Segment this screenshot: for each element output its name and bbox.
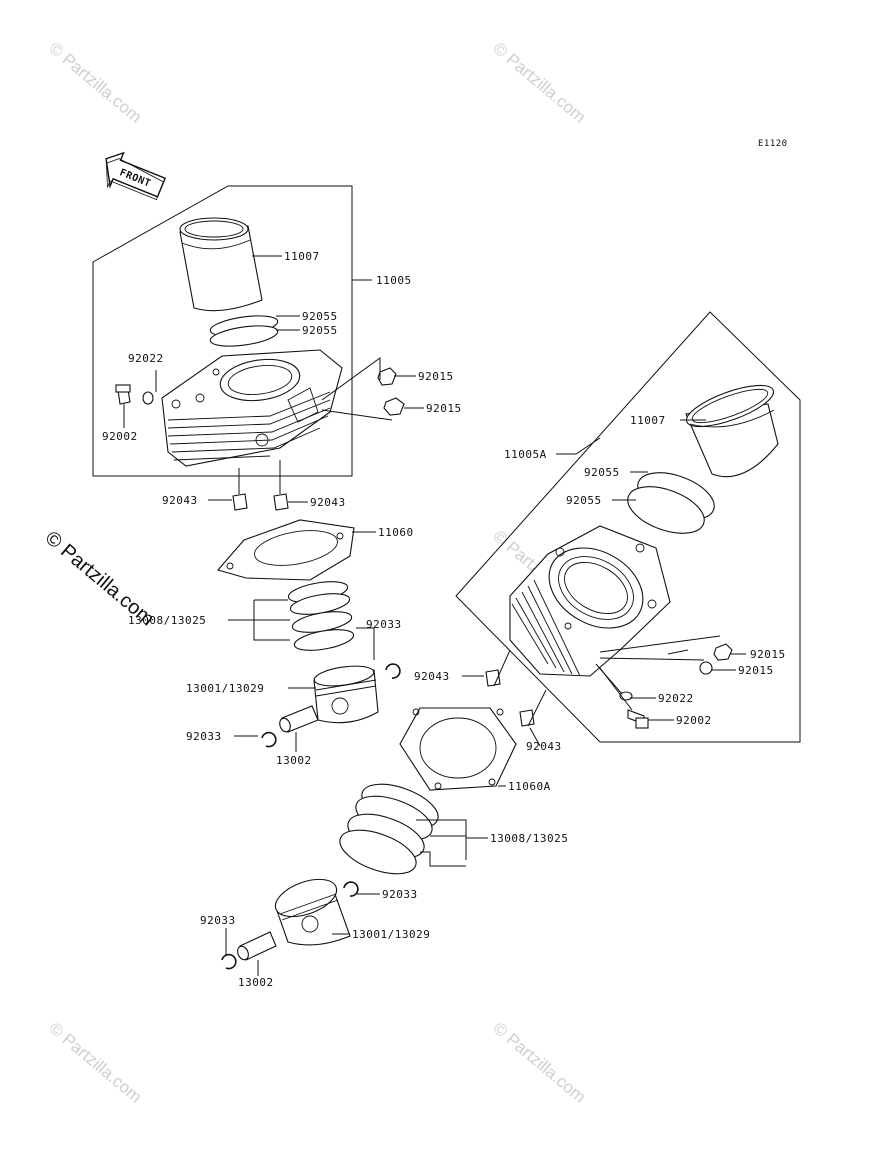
cylinder-liner-front [685,384,779,478]
label-11060: 11060 [378,526,414,539]
label-92015-front-b: 92015 [738,664,774,677]
label-13008-front: 13008/13025 [490,832,568,845]
label-92055-rear-upper: 92055 [302,310,338,323]
circlip-92033-a [385,663,401,679]
label-92002-rear: 92002 [102,430,138,443]
piston-front [274,878,351,946]
label-13002-rear: 13002 [276,754,312,767]
watermark-top-left: © Partzilla.com [45,39,145,127]
label-11005: 11005 [376,274,412,287]
watermark-bottom-left: © Partzilla.com [45,1019,145,1107]
circlip-92033-b [261,731,277,748]
label-92022-front: 92022 [658,692,694,705]
piston-pin-front [237,931,277,961]
o-ring-front-lower [627,486,705,534]
stud-bolt-92002-b [627,709,649,729]
cylinder-liner [179,217,263,312]
dowel-92043-b [273,493,289,511]
front-cylinder-body [509,525,671,677]
piston-13001 [313,665,379,724]
group-box-11005 [92,185,353,477]
label-92055-rear-lower: 92055 [302,324,338,337]
nut-92015-a [377,367,397,386]
diagram-code: E1120 [758,139,788,149]
label-11007-rear: 11007 [284,250,320,263]
dowel-92043-a [232,493,248,511]
washer-92022 [142,391,154,405]
piston-pin-13002 [279,705,319,733]
circlip-92033-d [221,953,237,970]
stud-bolt-92002 [115,384,131,405]
label-11005a: 11005A [504,448,547,461]
label-92043-front-a: 92043 [414,670,450,683]
rear-cylinder-body [161,349,343,467]
base-gasket-11060a [399,707,517,791]
label-92043-rear-a: 92043 [162,494,198,507]
label-92055-front-lower: 92055 [566,494,602,507]
dowel-92043-c [485,669,501,687]
label-92015-rear-b: 92015 [426,402,462,415]
base-gasket-11060 [217,519,355,581]
watermark-top-right: © Partzilla.com [489,39,589,127]
label-92033-front-b: 92033 [200,914,236,927]
label-92015-front-a: 92015 [750,648,786,661]
label-92033-rear-a: 92033 [366,618,402,631]
circlip-92033-c [343,881,359,897]
label-11007-front: 11007 [630,414,666,427]
label-92002-front: 92002 [676,714,712,727]
label-13001-front: 13001/13029 [352,928,430,941]
nut-92015-c [713,643,733,661]
label-92022-rear: 92022 [128,352,164,365]
front-arrow-icon: FRONT [105,151,166,201]
piston-rings-front [339,783,439,875]
label-92015-rear-a: 92015 [418,370,454,383]
front-cylinder-assembly [221,311,801,976]
part-labels: 11007 11005 92055 92055 92022 92002 9201… [102,250,786,989]
o-ring-lower [209,325,279,347]
rear-cylinder-assembly [92,185,424,752]
group-box-11005a [455,311,801,743]
nut-92015-b [383,397,405,416]
label-92033-front-a: 92033 [382,888,418,901]
label-92033-rear-b: 92033 [186,730,222,743]
label-13008-rear: 13008/13025 [128,614,206,627]
label-13002-front: 13002 [238,976,274,989]
label-92043-rear-b: 92043 [310,496,346,509]
label-92055-front-upper: 92055 [584,466,620,479]
label-13001-rear: 13001/13029 [186,682,264,695]
nut-92015-d [699,661,713,675]
watermark-bottom-right: © Partzilla.com [489,1019,589,1107]
label-92043-front-b: 92043 [526,740,562,753]
label-11060a: 11060A [508,780,551,793]
piston-rings [287,581,355,651]
